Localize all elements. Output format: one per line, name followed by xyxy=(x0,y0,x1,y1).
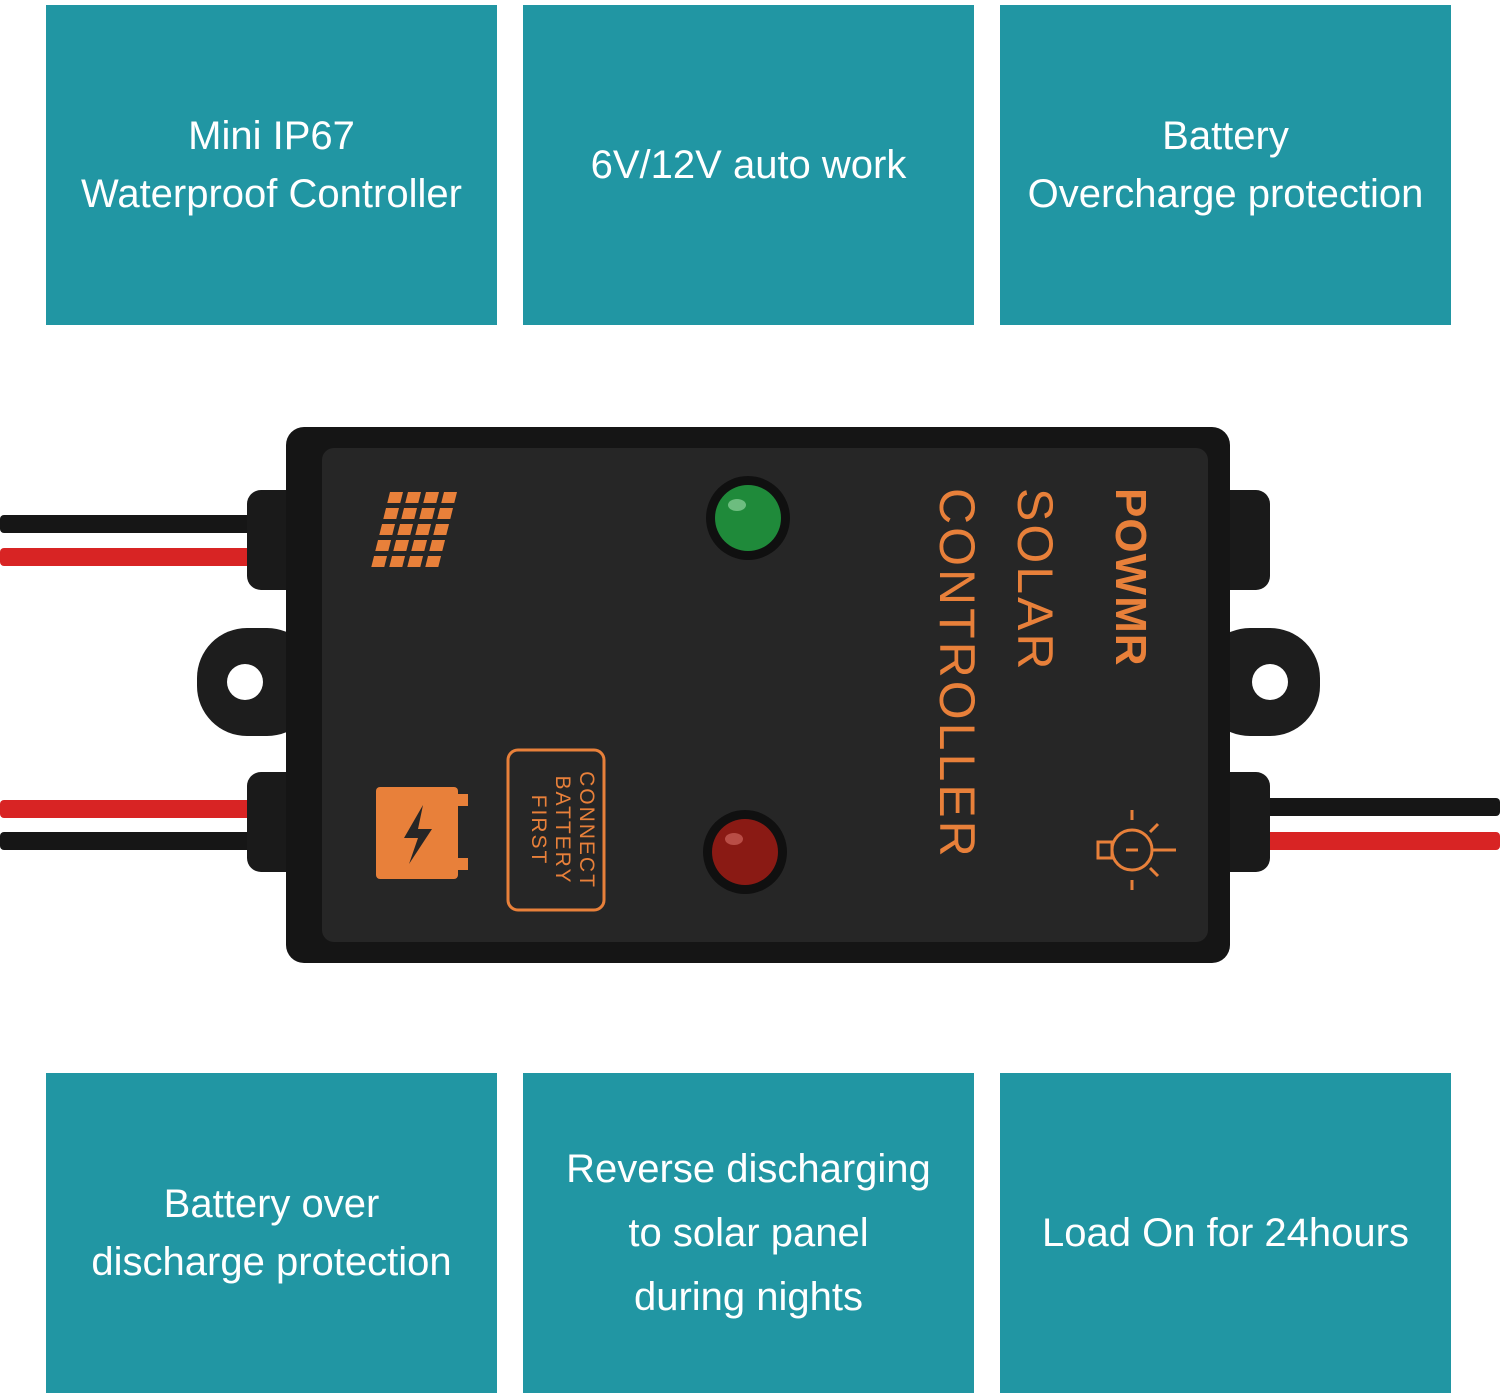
feature-text: Mini IP67 xyxy=(188,114,355,158)
feature-box-overcharge: Battery Overcharge protection xyxy=(1000,5,1451,325)
battery-icon xyxy=(376,787,468,879)
feature-text: Battery xyxy=(1162,114,1289,158)
brand-logo: POWMR xyxy=(1106,488,1155,667)
feature-text: Waterproof Controller xyxy=(81,172,462,216)
notice-line: FIRST xyxy=(527,795,550,866)
feature-text: discharge protection xyxy=(91,1240,452,1284)
left-wires xyxy=(0,515,260,850)
led-indicator-red xyxy=(703,810,787,894)
right-wires xyxy=(1250,798,1500,850)
solar-controller-illustration: CONNECT BATTERY FIRST SOLAR CONTROLLER xyxy=(0,380,1500,1020)
feature-text: during nights xyxy=(633,1275,864,1319)
feature-text: Reverse discharging xyxy=(566,1147,931,1191)
feature-text: to solar panel xyxy=(628,1211,869,1255)
light-bulb-icon xyxy=(1096,810,1176,890)
feature-box-overdischarge: Battery over discharge protection xyxy=(46,1073,497,1393)
notice-line: CONNECT xyxy=(575,771,598,889)
notice-line: BATTERY xyxy=(551,776,574,885)
led-indicator-green xyxy=(706,476,790,560)
controller-face xyxy=(322,448,1208,942)
feature-text: Battery over xyxy=(163,1182,380,1226)
product-line-solar: SOLAR xyxy=(1007,488,1063,673)
feature-box-load-on: Load On for 24hours xyxy=(1000,1073,1451,1393)
connect-battery-notice: CONNECT BATTERY FIRST xyxy=(506,748,606,912)
solar-controller-image: CONNECT BATTERY FIRST SOLAR CONTROLLER xyxy=(0,427,1500,963)
solar-panel-icon xyxy=(371,492,457,567)
feature-text: 6V/12V auto work xyxy=(590,143,907,187)
feature-box-reverse-discharge: Reverse discharging to solar panel durin… xyxy=(523,1073,974,1393)
feature-box-waterproof: Mini IP67 Waterproof Controller xyxy=(46,5,497,325)
feature-box-voltage: 6V/12V auto work xyxy=(523,5,974,325)
product-label: SOLAR CONTROLLER POWMR xyxy=(929,488,1155,860)
feature-text: Overcharge protection xyxy=(1027,172,1424,216)
feature-text: Load On for 24hours xyxy=(1042,1211,1409,1255)
product-line-controller: CONTROLLER xyxy=(929,488,985,860)
